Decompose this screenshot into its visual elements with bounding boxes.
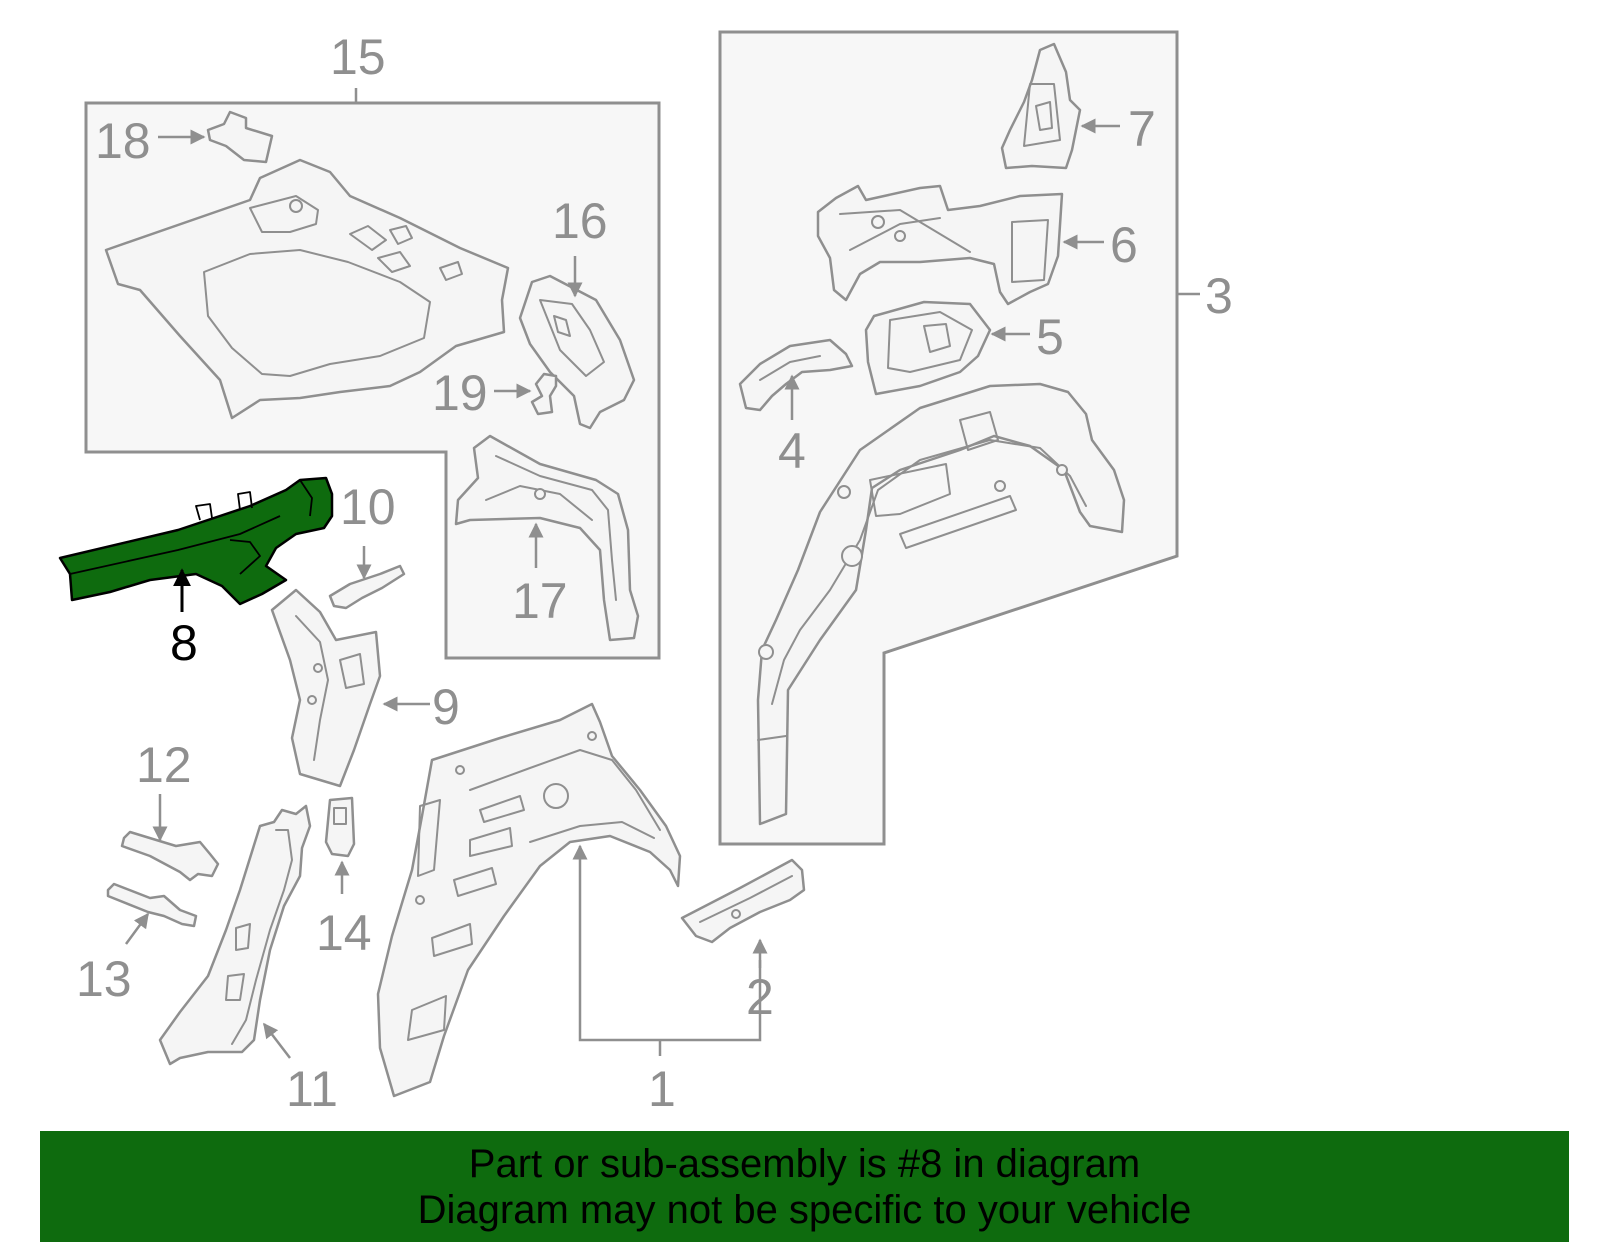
callout-17: 17 xyxy=(512,573,568,629)
part-13 xyxy=(106,882,198,928)
part-16 xyxy=(518,274,636,430)
callout-10: 10 xyxy=(340,479,396,535)
callout-16: 16 xyxy=(552,193,608,249)
part-5 xyxy=(864,300,992,396)
callout-8: 8 xyxy=(170,615,198,671)
banner-line-2: Diagram may not be specific to your vehi… xyxy=(417,1188,1192,1232)
part-12 xyxy=(120,830,220,882)
callout-13: 13 xyxy=(76,951,132,1007)
callout-18: 18 xyxy=(95,113,151,169)
callout-11: 11 xyxy=(286,1061,338,1117)
callout-5: 5 xyxy=(1036,309,1064,365)
callout-1: 1 xyxy=(648,1061,676,1117)
banner-line-1: Part or sub-assembly is #8 in diagram xyxy=(468,1142,1141,1186)
part-15-panel xyxy=(104,158,510,420)
callout-7: 7 xyxy=(1128,101,1156,157)
part-18 xyxy=(206,110,274,164)
part-14 xyxy=(324,796,356,858)
callout-2: 2 xyxy=(746,969,774,1025)
part-19 xyxy=(530,372,558,416)
callout-6: 6 xyxy=(1110,217,1138,273)
callout-4: 4 xyxy=(778,423,806,479)
part-17 xyxy=(454,434,640,642)
part-8-highlighted xyxy=(58,476,334,606)
callout-15: 15 xyxy=(330,29,386,85)
callout-14: 14 xyxy=(316,905,372,961)
callout-3: 3 xyxy=(1205,268,1233,324)
part-10 xyxy=(328,564,406,610)
info-banner: Part or sub-assembly is #8 in diagram Di… xyxy=(40,1131,1569,1242)
part-1-quarter-inner xyxy=(376,702,682,1098)
callout-9: 9 xyxy=(432,679,460,735)
callout-12: 12 xyxy=(136,737,192,793)
callout-19: 19 xyxy=(432,365,488,421)
